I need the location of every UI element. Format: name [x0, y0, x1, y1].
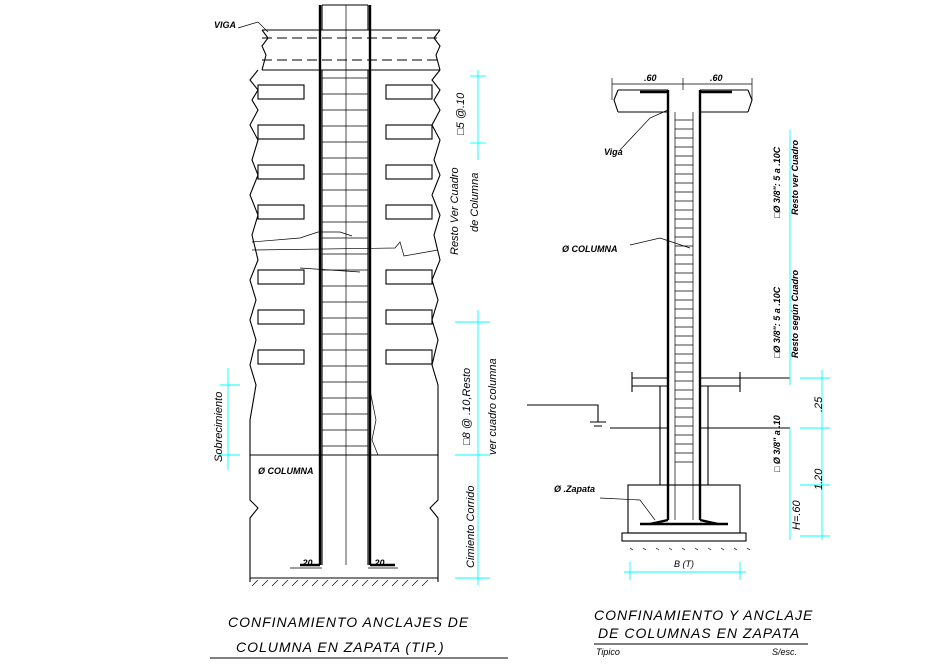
right-dim-h: H=.60	[791, 499, 803, 530]
left-wall-edge-left	[249, 69, 259, 582]
left-dim-right-label: .20	[372, 558, 385, 568]
left-detail: VIGA □5 @.10 Resto Ver Cuadro de Columna…	[210, 4, 508, 659]
right-dimensions	[789, 130, 830, 540]
right-subgrade-dots	[629, 547, 751, 551]
right-solado	[621, 532, 747, 542]
right-note1-line2: Resto ver Cuadro	[790, 139, 800, 215]
left-stirrups	[322, 77, 368, 447]
right-viga-label: Viga	[604, 147, 623, 157]
left-beam-break-right	[433, 29, 441, 71]
right-zapata-leader	[599, 497, 656, 521]
left-brick-teeth-right	[385, 84, 433, 365]
right-note2-line1: □Ø 3/8": 5 a .10C	[772, 286, 782, 358]
left-dim-left-label: .20	[300, 558, 313, 568]
right-stirrups	[675, 119, 693, 463]
left-title-line1: CONFINAMIENTO ANCLAJES DE	[228, 614, 469, 630]
left-splice-line-3	[299, 267, 361, 273]
left-stirrup-top-note: □5 @.10	[455, 92, 467, 135]
right-columna-leader	[629, 237, 691, 249]
right-note1-line1: □Ø 3/8": 5 a .10C	[772, 146, 782, 218]
left-columna-label: Ø COLUMNA	[258, 466, 314, 476]
right-base-label: B (T)	[674, 559, 694, 569]
right-dim-left-label: .60	[644, 73, 657, 83]
right-ground-marker	[527, 404, 599, 422]
right-footer-right: S/esc.	[772, 647, 797, 657]
left-cimiento-label: Cimiento Corrido	[465, 485, 477, 568]
left-beam-break-left	[261, 29, 269, 71]
left-viga-label: VIGA	[214, 20, 236, 30]
left-stirrup-bottom-note-line2: ver cuadro columna	[487, 358, 499, 455]
left-wall-edge-right	[429, 69, 441, 582]
right-columna-label: Ø COLUMNA	[562, 244, 618, 254]
left-title-line2: COLUMNA EN ZAPATA (TIP.)	[236, 639, 445, 655]
right-title-line2: DE COLUMNAS EN ZAPATA	[598, 625, 800, 641]
left-dimensions	[220, 70, 490, 585]
left-ground-hatch	[251, 579, 429, 587]
left-splice-line-2	[251, 241, 439, 257]
left-stirrup-bottom-note-line1: □8 @ .10,Resto	[461, 368, 473, 445]
left-sobrecimiento-label: Sobrecimiento	[213, 392, 225, 462]
right-viga-leader	[619, 109, 669, 151]
left-resto-note-line2: de Columna	[469, 173, 481, 232]
right-dim-025: .25	[813, 396, 825, 412]
left-viga-leader	[237, 21, 269, 33]
left-brick-teeth-left	[257, 84, 305, 365]
left-splice-line-1	[251, 231, 353, 243]
right-dim-120: 1.20	[813, 468, 825, 490]
right-detail: .60 .60 B (T)	[527, 73, 830, 657]
left-beam-dashed-lines	[262, 37, 440, 61]
left-beam-outline	[262, 29, 440, 71]
right-dim-right-label: .60	[710, 73, 723, 83]
left-crack-line	[369, 389, 379, 456]
right-zapata-label: Ø .Zapata	[554, 484, 595, 494]
left-resto-note-line1: Resto Ver Cuadro	[449, 167, 461, 255]
right-note2-line2: Resto según Cuadro	[790, 269, 800, 358]
right-note3: □ Ø 3/8" a .10	[772, 415, 782, 472]
right-footer-left: Tipico	[596, 647, 620, 657]
right-footing	[627, 484, 741, 534]
right-title-line1: CONFINAMIENTO Y ANCLAJE	[594, 607, 813, 623]
